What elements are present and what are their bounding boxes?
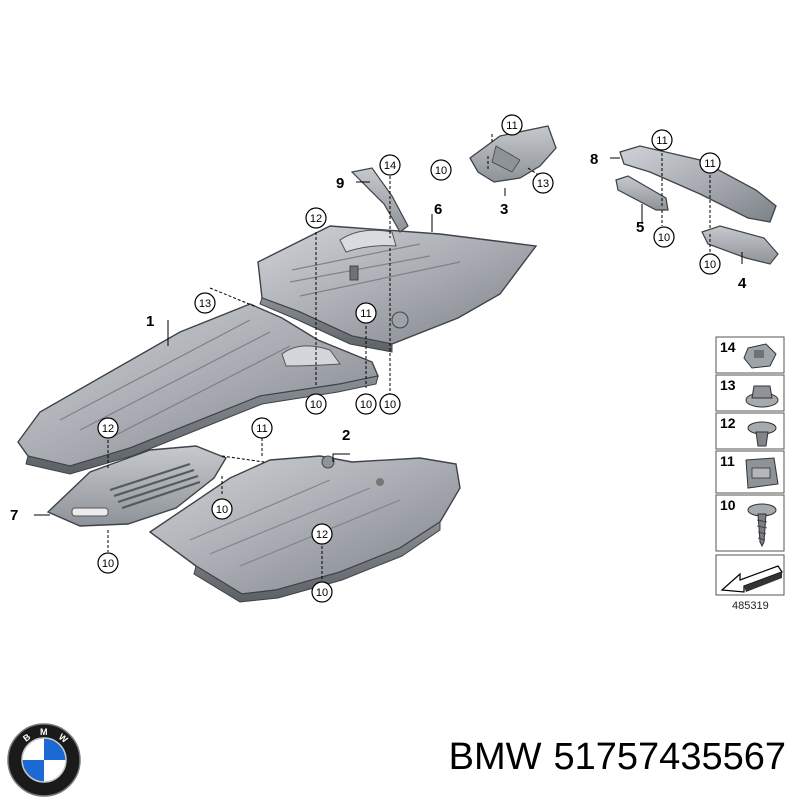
- svg-text:14: 14: [384, 160, 396, 172]
- callout-c5: 11: [651, 129, 673, 151]
- callout-c18: 10: [97, 552, 119, 574]
- flange-nut-icon: [745, 385, 779, 408]
- screw-icon: [747, 503, 777, 548]
- strip-part-5: [615, 175, 669, 211]
- callout-c9: 12: [305, 207, 327, 229]
- callout-c1: 11: [501, 114, 523, 136]
- callout-c4: 14: [379, 154, 401, 176]
- callout-c7: 10: [653, 226, 675, 248]
- callout-c16: 11: [251, 417, 273, 439]
- direction-arrow-icon: [720, 565, 783, 593]
- part-label-8: 8: [590, 151, 598, 168]
- callout-c11: 11: [355, 302, 377, 324]
- callout-c13: 10: [355, 393, 377, 415]
- callout-c15: 12: [97, 417, 119, 439]
- svg-text:11: 11: [656, 135, 667, 147]
- svg-text:13: 13: [720, 377, 736, 393]
- callout-c17: 10: [211, 498, 233, 520]
- strip-part-8: [619, 145, 777, 223]
- svg-text:10: 10: [384, 399, 396, 411]
- legend-row-11: 11: [715, 450, 785, 494]
- part-caption: BMW 51757435567: [449, 736, 786, 779]
- underbody-shield-part-7: [46, 445, 228, 527]
- callout-c6: 11: [699, 152, 721, 174]
- svg-text:10: 10: [704, 259, 716, 271]
- svg-text:10: 10: [720, 497, 736, 513]
- svg-text:12: 12: [102, 423, 114, 435]
- svg-text:M: M: [40, 727, 48, 737]
- clip-nut-icon: [743, 343, 777, 369]
- brand-name: BMW: [448, 736, 542, 778]
- part-label-7: 7: [10, 507, 18, 524]
- part-label-5: 5: [636, 219, 644, 236]
- svg-text:11: 11: [704, 158, 715, 170]
- callout-c10: 13: [194, 292, 216, 314]
- svg-text:10: 10: [316, 587, 328, 599]
- svg-text:12: 12: [720, 415, 736, 431]
- svg-text:13: 13: [199, 298, 211, 310]
- part-label-9: 9: [336, 175, 344, 192]
- reference-number: 485319: [732, 600, 769, 612]
- svg-text:14: 14: [720, 339, 736, 355]
- bmw-logo: B M W: [7, 723, 81, 797]
- svg-text:10: 10: [102, 558, 114, 570]
- svg-text:10: 10: [658, 232, 670, 244]
- svg-text:10: 10: [310, 399, 322, 411]
- svg-text:11: 11: [256, 423, 267, 435]
- underbody-shield-part-6: [257, 225, 538, 353]
- legend-row-14: 14: [715, 336, 785, 374]
- svg-text:10: 10: [360, 399, 372, 411]
- svg-text:11: 11: [506, 120, 517, 132]
- svg-text:11: 11: [720, 453, 735, 469]
- callout-c14: 10: [379, 393, 401, 415]
- callouts: 11 10 13 14 11 11 10 10 12 13 11 10 10 1…: [97, 114, 721, 603]
- callout-c8: 10: [699, 253, 721, 275]
- svg-text:10: 10: [216, 504, 228, 516]
- svg-text:11: 11: [360, 308, 371, 320]
- svg-text:12: 12: [316, 529, 328, 541]
- svg-text:13: 13: [537, 178, 549, 190]
- part-label-6: 6: [434, 201, 442, 218]
- svg-text:10: 10: [435, 165, 447, 177]
- legend-arrow-box: [715, 554, 785, 596]
- part-label-3: 3: [500, 201, 508, 218]
- callout-c12: 10: [305, 393, 327, 415]
- part-label-1: 1: [146, 313, 154, 330]
- callout-c20: 10: [311, 581, 333, 603]
- svg-text:12: 12: [310, 213, 322, 225]
- callout-c2: 10: [430, 159, 452, 181]
- legend-row-10: 10: [715, 494, 785, 552]
- bracket-part-9: [350, 167, 409, 233]
- strip-part-4: [701, 225, 779, 265]
- bracket-part-3: [469, 125, 557, 183]
- leader-lines: [34, 134, 743, 580]
- svg-text:B: B: [21, 731, 33, 743]
- fastener-legend: 14 13 12 11: [715, 336, 785, 612]
- legend-row-13: 13: [715, 374, 785, 412]
- expanding-rivet-icon: [747, 421, 777, 447]
- callout-c19: 12: [311, 523, 333, 545]
- legend-row-12: 12: [715, 412, 785, 450]
- part-number-labels: 1 2 3 4 5 6 7 8 9: [10, 151, 747, 524]
- callout-c3: 13: [532, 172, 554, 194]
- part-label-2: 2: [342, 427, 350, 444]
- part-number: 51757435567: [553, 736, 786, 778]
- part-label-4: 4: [738, 275, 747, 292]
- spring-nut-icon: [745, 457, 779, 489]
